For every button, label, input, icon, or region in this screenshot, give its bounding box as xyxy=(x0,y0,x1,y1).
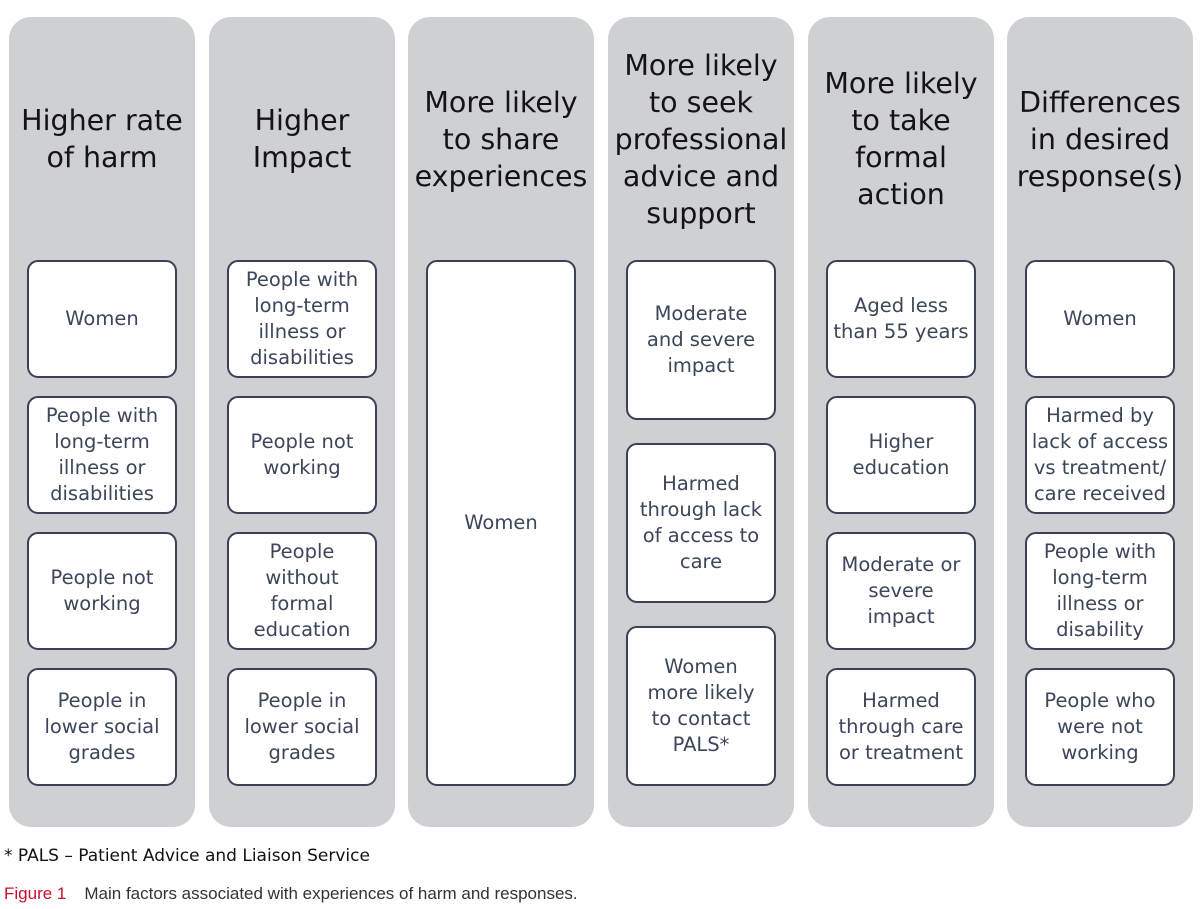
factor-box: People with long-term illness or disabil… xyxy=(27,396,177,514)
factor-box: Moderate or severe impact xyxy=(826,532,976,650)
factor-box: Women xyxy=(426,260,576,786)
factor-box: People without formal education xyxy=(227,532,377,650)
figure-label: Figure 1 xyxy=(4,884,67,903)
column-title: More likely to seek professional advice … xyxy=(614,48,788,230)
factor-box: Moderate and severe impact xyxy=(626,260,776,420)
factor-box: People with long-term illness or disabil… xyxy=(227,260,377,378)
column-formal-action: More likely to take formal action Aged l… xyxy=(808,17,994,827)
factor-box: Harmed by lack of access vs treatment/ c… xyxy=(1025,396,1175,514)
column-title: Higher Impact xyxy=(252,104,352,174)
column-title: Differences in desired response(s) xyxy=(1016,85,1184,193)
column-higher-impact: Higher Impact People with long-term illn… xyxy=(209,17,395,827)
column-desired-response: Differences in desired response(s) Women… xyxy=(1007,17,1193,827)
factor-box: Higher education xyxy=(826,396,976,514)
factor-box: People who were not working xyxy=(1025,668,1175,786)
factor-box: People not working xyxy=(27,532,177,650)
column-title: More likely to share experiences xyxy=(414,85,588,193)
column-title: More likely to take formal action xyxy=(824,67,978,211)
factor-box: People in lower social grades xyxy=(27,668,177,786)
column-title: Higher rate of harm xyxy=(21,104,183,174)
factor-box: People with long-term illness or disabil… xyxy=(1025,532,1175,650)
column-seek-advice: More likely to seek professional advice … xyxy=(608,17,794,827)
factor-box: People in lower social grades xyxy=(227,668,377,786)
factor-box: Women xyxy=(27,260,177,378)
factor-box: People not working xyxy=(227,396,377,514)
column-share-experiences: More likely to share experiences Women xyxy=(408,17,594,827)
column-higher-rate-of-harm: Higher rate of harm Women People with lo… xyxy=(9,17,195,827)
factor-box: Aged less than 55 years xyxy=(826,260,976,378)
factor-box: Women xyxy=(1025,260,1175,378)
figure-caption: Figure 1 Main factors associated with exp… xyxy=(4,884,578,904)
factor-box: Harmed through lack of access to care xyxy=(626,443,776,603)
footnote: * PALS – Patient Advice and Liaison Serv… xyxy=(4,846,370,866)
caption-text: Main factors associated with experiences… xyxy=(84,884,578,903)
factor-box: Harmed through care or treatment xyxy=(826,668,976,786)
factor-box: Women more likely to contact PALS* xyxy=(626,626,776,786)
